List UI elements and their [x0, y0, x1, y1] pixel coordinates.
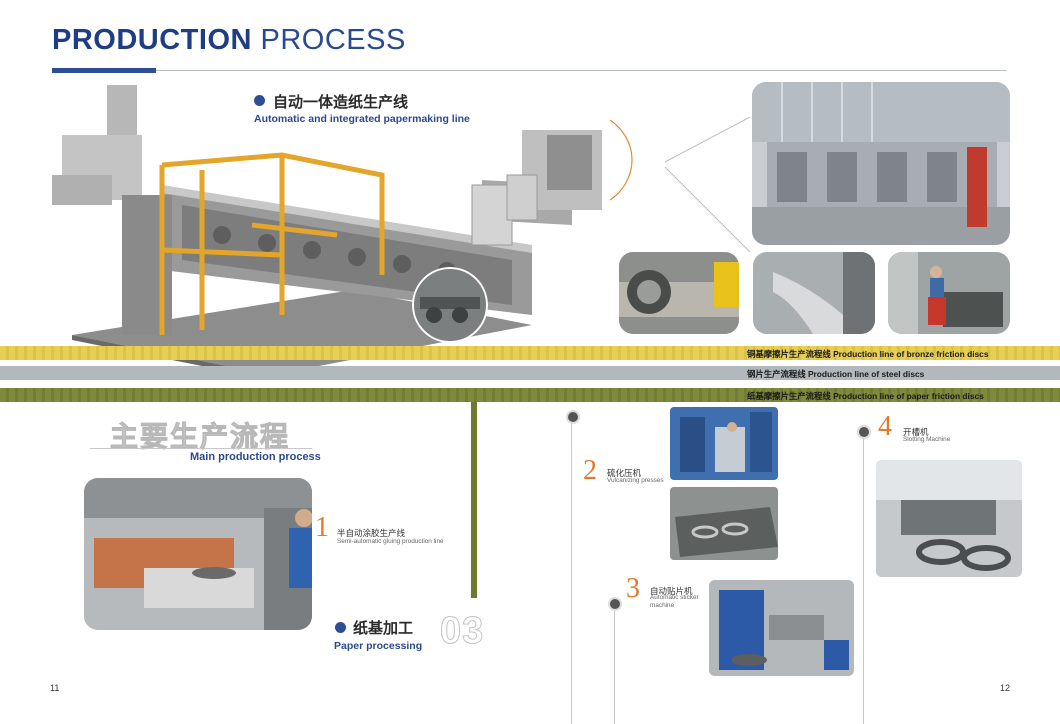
paper-line-stripe: 纸基摩擦片生产流程线 Production line of paper fric… — [0, 388, 1060, 402]
timeline-line-3 — [863, 432, 864, 724]
step-3-label-en-2: machine — [650, 602, 675, 609]
bullet-dot — [335, 622, 346, 633]
section-number: 03 — [439, 610, 485, 653]
bronze-line-label: 铜基摩擦片生产流程线 Production line of bronze fri… — [747, 349, 989, 359]
page-number-right: 12 — [1000, 683, 1011, 693]
main-process-title-cn: 主要生产流程 — [109, 421, 291, 453]
vulcanizing-press-photo-2 — [670, 487, 778, 560]
olive-divider — [471, 402, 477, 598]
main-process-title-en: Main production process — [190, 451, 321, 463]
step-3-label-en-1: Automatic sticker — [650, 594, 699, 601]
timeline-dot-3 — [857, 425, 871, 439]
roller-photo-1 — [619, 252, 739, 334]
bullet-dot — [254, 95, 265, 106]
title-bold: PRODUCTION — [52, 24, 252, 56]
sticker-machine-photo — [709, 580, 854, 676]
step-2-label-en: Vulcanizing presses — [607, 477, 664, 484]
papermaking-label-cn: 自动一体造纸生产线 — [273, 94, 409, 111]
papermaking-machine-illustration — [52, 85, 602, 380]
steel-line-stripe: 钢片生产流程线 Production line of steel discs — [0, 366, 1060, 380]
bronze-line-stripe: 铜基摩擦片生产流程线 Production line of bronze fri… — [0, 346, 1060, 360]
timeline-line-1 — [571, 418, 572, 724]
slotting-machine-photo — [876, 460, 1022, 577]
title-accent-bar — [52, 68, 156, 73]
step-1-number: 1 — [315, 512, 329, 543]
timeline-dot-1 — [566, 410, 580, 424]
roller-photo-2 — [753, 252, 875, 334]
step-1-label-en: Semi-automatic gluing production line — [337, 538, 444, 545]
steel-line-label: 钢片生产流程线 Production line of steel discs — [747, 369, 925, 379]
step-4-number: 4 — [878, 411, 892, 442]
step-2-label-cn: 硫化压机 — [607, 468, 642, 478]
page-number-left: 11 — [50, 683, 60, 693]
paper-line-label: 纸基摩擦片生产流程线 Production line of paper fric… — [747, 391, 984, 401]
worker-photo — [888, 252, 1010, 334]
gluing-line-photo — [84, 478, 312, 630]
paper-processing-en: Paper processing — [334, 640, 423, 652]
machine-detail-inset — [412, 267, 488, 343]
title-divider — [52, 70, 1007, 71]
timeline-dot-2 — [608, 597, 622, 611]
step-3-number: 3 — [626, 573, 640, 604]
title-light: PROCESS — [260, 24, 406, 56]
production-line-photo — [752, 82, 1010, 245]
step-4-label-cn: 开槽机 — [903, 427, 929, 437]
page-title: PRODUCTION PROCESS — [52, 24, 406, 57]
main-process-rule — [90, 448, 312, 449]
step-4-label-en: Slotting Machine — [903, 436, 951, 443]
step-2-number: 2 — [583, 455, 597, 486]
timeline-line-2 — [614, 605, 615, 724]
callout-connector — [609, 116, 751, 253]
paper-processing-cn: 纸基加工 — [353, 620, 414, 637]
vulcanizing-press-photo-1 — [670, 407, 778, 480]
papermaking-label-en: Automatic and integrated papermaking lin… — [254, 113, 470, 125]
step-3-label-cn: 自动贴片机 — [650, 586, 693, 596]
step-1-label-cn: 半自动涂胶生产线 — [337, 528, 406, 538]
